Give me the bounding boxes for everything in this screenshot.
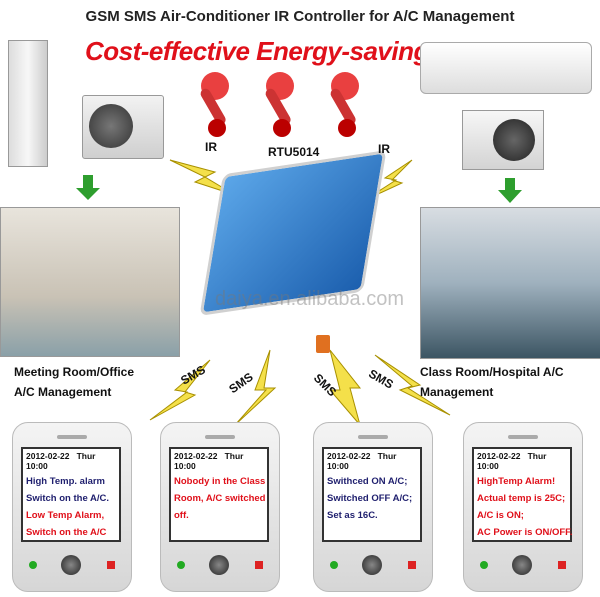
right-location-line: Management	[420, 385, 494, 399]
wall-ac-unit-image	[420, 42, 592, 94]
floor-ac-unit-image	[8, 40, 48, 167]
right-location-label: Class Room/Hospital A/C Management	[420, 362, 564, 402]
sms-date: 2012-02-22	[26, 451, 70, 461]
down-arrow-left-icon	[76, 175, 100, 200]
sms-message-line: Switch on the A/C.	[26, 493, 110, 504]
slogan: Cost-effective Energy-saving	[85, 36, 429, 66]
watermark: daiya.en.alibaba.com	[215, 288, 405, 310]
sms-bolt-4	[374, 354, 451, 416]
thermometer-icon	[200, 72, 229, 137]
thermometer-icon	[330, 72, 359, 137]
sms-message-line: Switch on the A/C	[26, 527, 107, 538]
sms-message-line: HighTemp Alarm!	[477, 476, 556, 487]
home-button-icon	[61, 555, 81, 575]
down-arrow-right-icon	[498, 178, 522, 203]
thermometer-icon	[265, 72, 294, 137]
sms-time: Thur 10:00	[174, 451, 244, 471]
outdoor-unit-right-image	[462, 110, 544, 170]
thermometer-icons	[200, 72, 359, 137]
home-button-icon	[209, 555, 229, 575]
right-location-line: Class Room/Hospital A/C	[420, 365, 564, 379]
sms-timestamp: 2012-02-22 Thur 10:00	[327, 451, 417, 471]
end-call-button-icon	[255, 561, 263, 569]
sms-date: 2012-02-22	[174, 451, 218, 461]
home-button-icon	[512, 555, 532, 575]
sms-time: Thur 10:00	[327, 451, 397, 471]
sms-message-line: A/C is ON;	[477, 510, 524, 521]
left-location-label: Meeting Room/Office A/C Management	[14, 362, 134, 402]
left-location-line: Meeting Room/Office	[14, 365, 135, 379]
call-button-icon	[480, 561, 488, 569]
sms-time: Thur 10:00	[26, 451, 96, 471]
meeting-room-photo	[0, 207, 180, 357]
home-button-icon	[362, 555, 382, 575]
phone-speaker	[57, 435, 87, 439]
sms-time: Thur 10:00	[477, 451, 547, 471]
sms-message-line: Swithced ON A/C;	[327, 476, 408, 487]
fan-icon	[493, 119, 535, 161]
sms-date: 2012-02-22	[477, 451, 521, 461]
sms-date: 2012-02-22	[327, 451, 371, 461]
call-button-icon	[177, 561, 185, 569]
sms-message-line: AC Power is ON/OFF.	[477, 527, 573, 538]
sms-message-line: Room, A/C switched	[174, 493, 266, 504]
end-call-button-icon	[408, 561, 416, 569]
sms-message-line: Nobody in the Class	[174, 476, 266, 487]
end-call-button-icon	[558, 561, 566, 569]
phone-speaker	[205, 435, 235, 439]
sms-message-line: High Temp. alarm	[26, 476, 106, 487]
call-button-icon	[330, 561, 338, 569]
phone-speaker	[508, 435, 538, 439]
sms-message-line: Actual temp is 25C;	[477, 493, 566, 504]
sim-card-icon	[316, 335, 330, 353]
outdoor-unit-left-image	[82, 95, 164, 159]
fan-icon	[89, 104, 133, 148]
classroom-photo	[420, 207, 600, 359]
left-location-line: A/C Management	[14, 385, 112, 399]
sms-message-line: off.	[174, 510, 189, 521]
sms-message-line: Set as 16C.	[327, 510, 378, 521]
sms-timestamp: 2012-02-22 Thur 10:00	[26, 451, 116, 471]
end-call-button-icon	[107, 561, 115, 569]
sms-timestamp: 2012-02-22 Thur 10:00	[477, 451, 567, 471]
device-label: RTU5014	[268, 145, 320, 159]
sms-timestamp: 2012-02-22 Thur 10:00	[174, 451, 264, 471]
ir-label-left: IR	[205, 140, 217, 154]
page-title: GSM SMS Air-Conditioner IR Controller fo…	[85, 8, 515, 25]
sms-bolt-1	[149, 359, 211, 421]
ir-label-right: IR	[378, 142, 390, 156]
call-button-icon	[29, 561, 37, 569]
phone-speaker	[358, 435, 388, 439]
sms-message-line: Low Temp Alarm,	[26, 510, 105, 521]
sms-message-line: Switched OFF A/C;	[327, 493, 413, 504]
